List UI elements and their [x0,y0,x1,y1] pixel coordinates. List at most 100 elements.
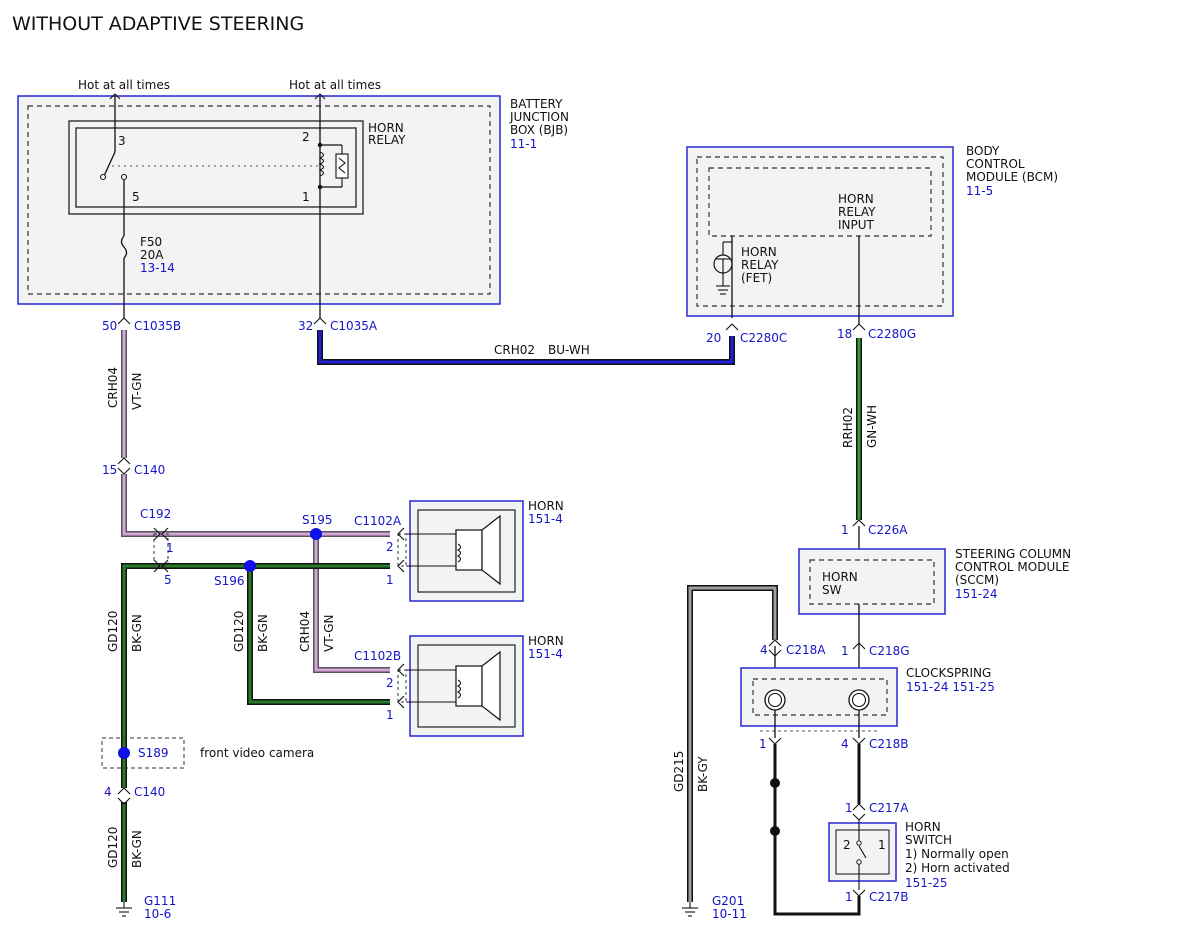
gd120-bot-color: BK-GN [130,830,144,868]
c140-top-name: C140 [134,463,165,477]
ground-g201-icon [682,902,698,917]
c1035b-chevron [117,317,131,325]
s195-label: S195 [302,513,333,527]
c217b-name: C217B [869,890,909,904]
g201-ref: 10-11 [712,907,747,921]
horn-1-label: HORN [528,499,564,513]
c218b-chevron-left [768,737,782,745]
relay-pin-3: 3 [118,134,126,148]
crh04-mid-circuit: CRH04 [298,611,312,652]
g111-label: G111 [144,894,176,908]
splice-s189 [118,747,130,759]
c217a-name: C217A [869,801,909,815]
c1102a-pin-2: 2 [386,540,394,554]
c140-top-chevron-down [117,467,131,475]
horn-relay-input-3: INPUT [838,218,875,232]
horn-switch-pin-1: 1 [878,838,886,852]
c218g-pin: 1 [841,644,849,658]
c217b-chevron [852,889,866,897]
c218b-pin-1: 1 [759,737,767,751]
c217b-pin: 1 [845,890,853,904]
c2280c-name: C2280C [740,331,787,345]
c2280g-chevron [852,323,866,331]
c1102a-name: C1102A [354,514,402,528]
c217a-chevron-down [852,813,866,821]
horn-2-ref: 151-4 [528,647,563,661]
gd120-left-circuit: GD120 [106,611,120,652]
horn-1 [406,500,524,602]
horn-switch-ref: 151-25 [905,876,948,890]
fuse-label-1: F50 [140,235,162,249]
crh04-top-color: VT-GN [130,373,144,410]
c218a-chevron-down [768,649,782,657]
relay-pin-1: 1 [302,190,310,204]
horn-switch-return-wire [770,744,861,916]
relay-pin-5: 5 [132,190,140,204]
c140-top-chevron-up [117,457,131,465]
c2280c-pin: 20 [706,331,721,345]
bcm-label-1: BODY [966,144,1000,158]
fuse-ref: 13-14 [140,261,175,275]
gd120-left-color: BK-GN [130,614,144,652]
g201-label: G201 [712,894,744,908]
c2280g-name: C2280G [868,327,916,341]
horn-sw-label-2: SW [822,583,842,597]
c192-name: C192 [140,507,171,521]
c1102a-pin-1: 1 [386,573,394,587]
c192-pin-5: 5 [164,573,172,587]
steering-column-control-module [798,548,946,615]
c1035b-name: C1035B [134,319,181,333]
c1035a-name: C1035A [330,319,378,333]
horn-switch-pin-2: 2 [843,838,851,852]
c217a-pin: 1 [845,801,853,815]
horn-1-ref: 151-4 [528,512,563,526]
gd215-color: BK-GY [696,756,710,792]
c217a-chevron-up [852,803,866,811]
c218g-name: C218G [869,644,910,658]
horn-switch-label-4: 2) Horn activated [905,861,1010,875]
gd215-circuit: GD215 [672,751,686,792]
splice-s196 [244,560,256,572]
horn-relay-input-1: HORN [838,192,874,206]
c192-pin-1: 1 [166,541,174,555]
horn-switch [828,820,897,890]
c218g-chevron [852,642,866,650]
c218b-name: C218B [869,737,909,751]
c140-bot-chevron-down [117,797,131,805]
bjb-ref: 11-1 [510,137,537,151]
sccm-label-2: CONTROL MODULE [955,560,1070,574]
diagram-title: WITHOUT ADAPTIVE STEERING [12,13,304,35]
bjb-label-2: JUNCTION [509,110,569,124]
c226a-chevron [852,519,866,527]
c2280g-pin: 18 [837,327,852,341]
gd120-mid-circuit: GD120 [232,611,246,652]
c218a-chevron-up [768,639,782,647]
c1035a-chevron [313,317,327,325]
fuse-symbol [120,235,128,318]
battery-junction-box [17,95,501,305]
bcm-ref: 11-5 [966,184,993,198]
body-control-module [686,146,954,324]
ground-g111-icon [116,902,132,917]
rrh02-circuit: RRH02 [841,407,855,448]
horn-relay-fet-1: HORN [741,245,777,259]
relay-pin-2: 2 [302,130,310,144]
s189-label: S189 [138,746,169,760]
c140-bot-chevron-up [117,787,131,795]
crh02-color: BU-WH [548,343,590,357]
gd120-bot-circuit: GD120 [106,827,120,868]
crh04-top-circuit: CRH04 [106,367,120,408]
horn-2 [406,635,524,737]
horn-relay-fet-3: (FET) [741,271,772,285]
horn-relay-label-2: RELAY [368,133,406,147]
c1102b-pin-1: 1 [386,708,394,722]
horn-switch-label-1: HORN [905,820,941,834]
clockspring-ref: 151-24 151-25 [906,680,995,694]
clockspring [740,667,898,732]
horn-relay-fet-2: RELAY [741,258,779,272]
wire-gd120 [121,563,390,902]
sccm-label-1: STEERING COLUMN [955,547,1071,561]
c1035a-pin: 32 [298,319,313,333]
c140-bot-pin: 4 [104,785,112,799]
